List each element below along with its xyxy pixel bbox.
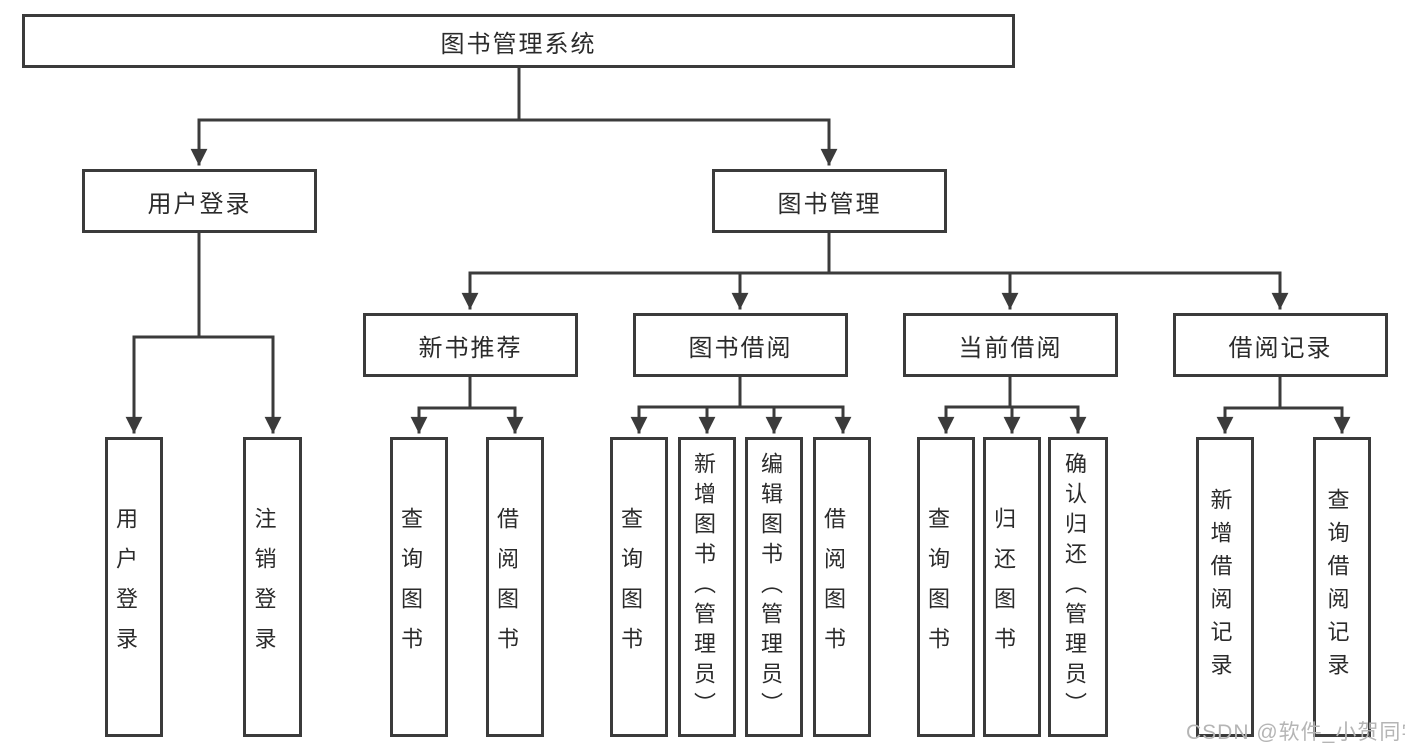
leaf-query-book-borrow: 查询图书 — [610, 437, 668, 737]
leaf-query-book-current: 查询图书 — [917, 437, 975, 737]
node-label: 查询图书 — [925, 507, 950, 667]
node-label: 查询图书 — [398, 507, 423, 667]
node-label: 图书借阅 — [688, 334, 793, 362]
node-label: 用户登录 — [113, 507, 138, 667]
node-book-management: 图书管理 — [712, 169, 947, 233]
node-new-book-recommend: 新书推荐 — [363, 313, 578, 377]
leaf-query-borrow-record: 查询借阅记录 — [1313, 437, 1371, 737]
node-label: 确认归还（管理员） — [1062, 452, 1087, 722]
leaf-borrow-book-borrow: 借阅图书 — [813, 437, 871, 737]
leaf-borrow-book-recommend: 借阅图书 — [486, 437, 544, 737]
node-root: 图书管理系统 — [22, 14, 1015, 68]
node-borrow-record: 借阅记录 — [1173, 313, 1388, 377]
node-label: 归还图书 — [991, 507, 1016, 667]
node-label: 图书管理 — [777, 190, 882, 218]
node-label: 当前借阅 — [958, 334, 1063, 362]
node-label: 新增图书（管理员） — [691, 452, 716, 722]
node-label: 查询图书 — [618, 507, 643, 667]
leaf-add-borrow-record: 新增借阅记录 — [1196, 437, 1254, 737]
leaf-user-login: 用户登录 — [105, 437, 163, 737]
node-label: 新书推荐 — [418, 334, 523, 362]
leaf-return-book: 归还图书 — [983, 437, 1041, 737]
csdn-watermark: CSDN @软件_小贺同学 — [1186, 721, 1405, 744]
node-label: 图书管理系统 — [440, 30, 597, 58]
node-label: 借阅图书 — [494, 507, 519, 667]
leaf-add-book-admin: 新增图书（管理员） — [678, 437, 736, 737]
node-label: 用户登录 — [147, 190, 252, 218]
node-user-login: 用户登录 — [82, 169, 317, 233]
node-label: 编辑图书（管理员） — [758, 452, 783, 722]
node-current-borrow: 当前借阅 — [903, 313, 1118, 377]
node-book-borrow: 图书借阅 — [633, 313, 848, 377]
node-label: 注销登录 — [251, 507, 277, 667]
node-label: 查询借阅记录 — [1324, 488, 1350, 686]
leaf-query-book-recommend: 查询图书 — [390, 437, 448, 737]
node-label: 借阅图书 — [821, 507, 846, 667]
leaf-edit-book-admin: 编辑图书（管理员） — [745, 437, 803, 737]
node-label: 新增借阅记录 — [1207, 488, 1233, 686]
leaf-logout: 注销登录 — [243, 437, 302, 737]
node-label: 借阅记录 — [1228, 334, 1333, 362]
leaf-confirm-return-admin: 确认归还（管理员） — [1048, 437, 1108, 737]
